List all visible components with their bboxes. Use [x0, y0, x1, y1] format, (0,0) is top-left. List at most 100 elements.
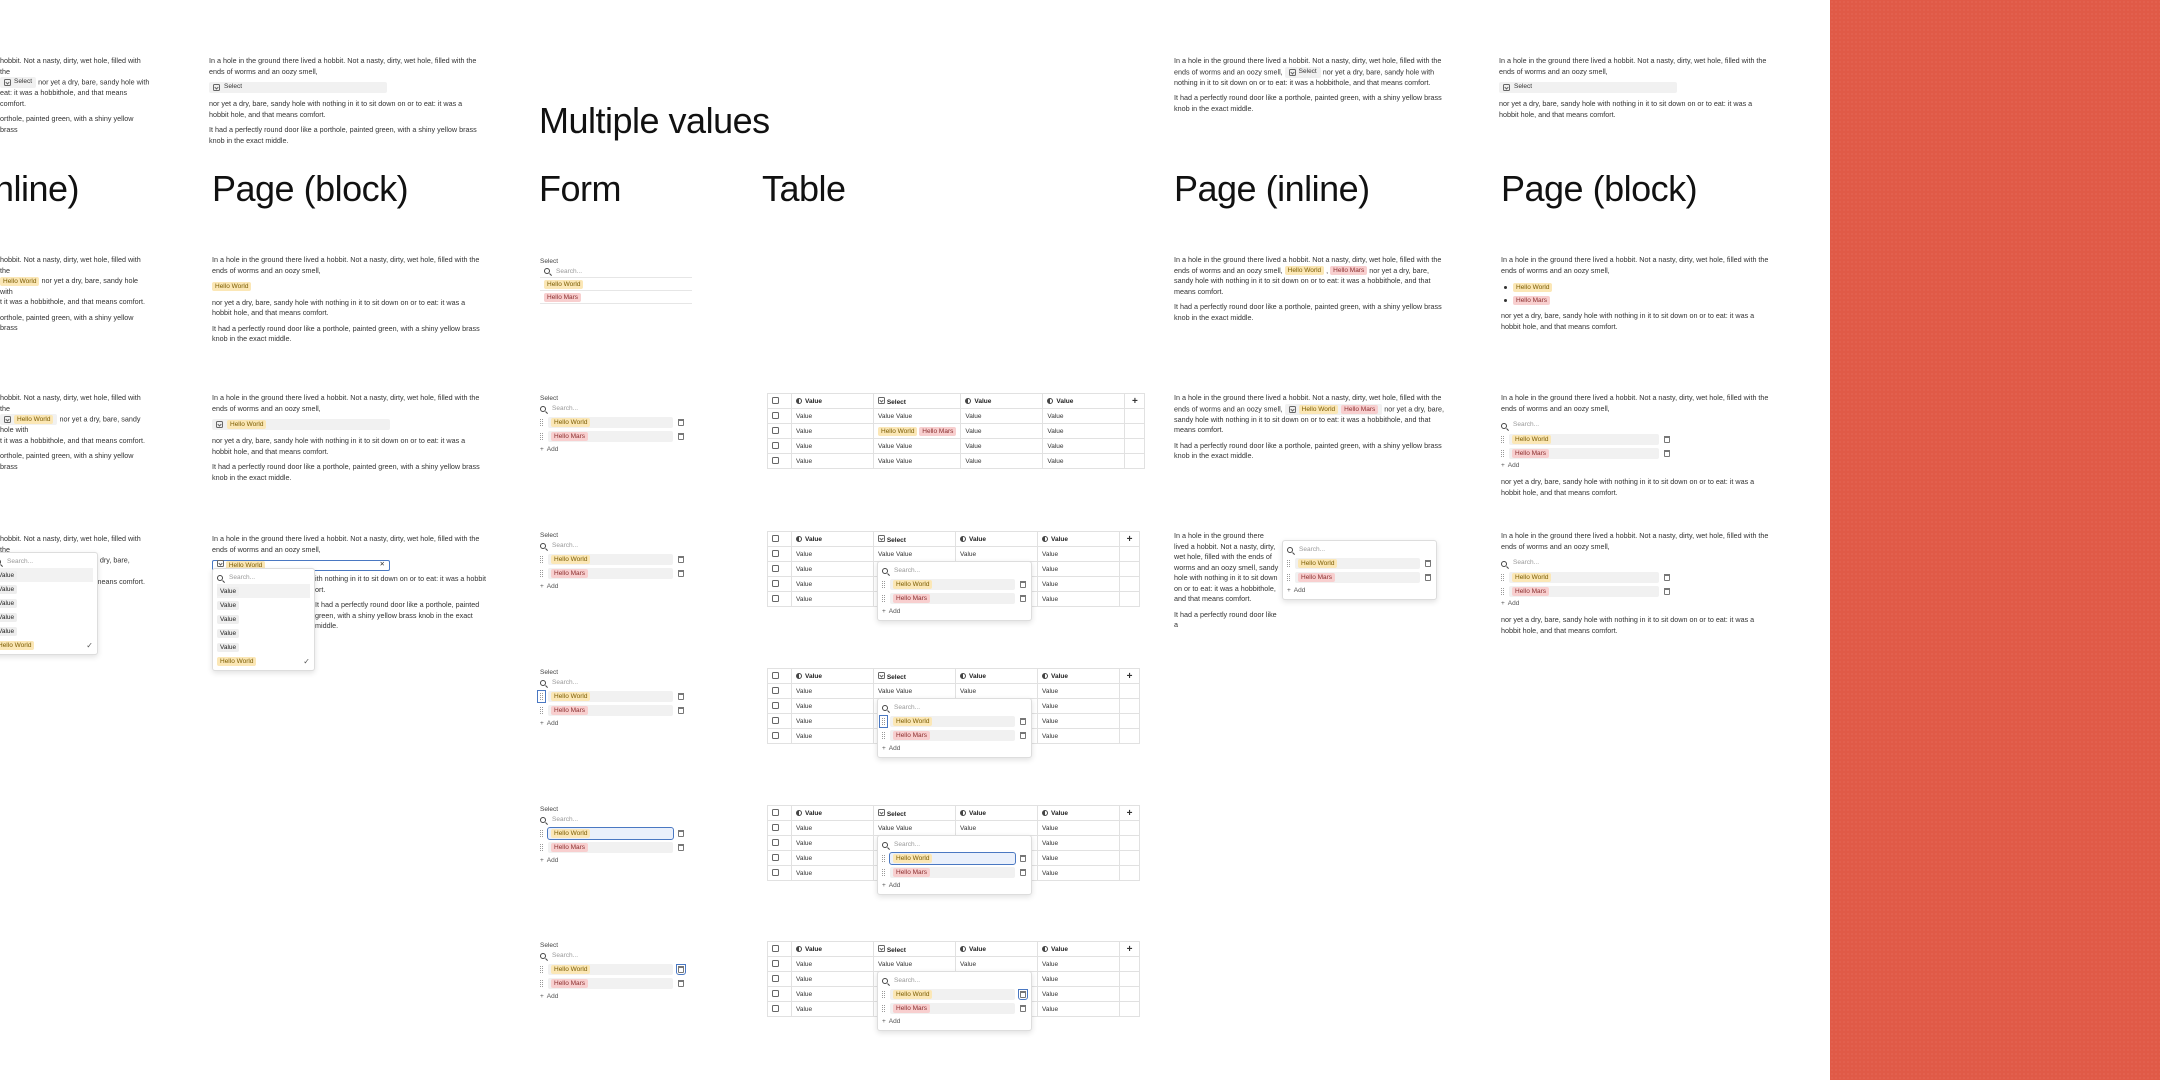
option-selected[interactable]: Hello World✓ [217, 654, 310, 668]
option[interactable]: Value [0, 596, 93, 610]
close-icon[interactable]: ✕ [379, 561, 385, 569]
row-checkbox[interactable] [772, 716, 779, 724]
row-checkbox[interactable] [772, 549, 779, 557]
option[interactable]: Value [217, 640, 310, 654]
drag-handle-icon[interactable] [1501, 573, 1504, 581]
drag-handle-icon[interactable] [1287, 573, 1290, 581]
drag-handle-icon[interactable] [1501, 449, 1504, 457]
search-input[interactable]: Search... [1501, 557, 1773, 570]
drag-handle-icon[interactable] [540, 706, 543, 714]
row-checkbox[interactable] [772, 701, 779, 709]
drag-handle-icon[interactable] [882, 731, 885, 739]
select-all-checkbox[interactable] [772, 808, 779, 816]
drag-handle-icon[interactable] [882, 594, 885, 602]
value-row[interactable]: Hello World [540, 278, 692, 291]
column-header[interactable]: Value [960, 393, 1044, 409]
column-header[interactable]: Value [791, 668, 874, 684]
row-checkbox[interactable] [772, 959, 779, 967]
column-header[interactable]: Value [955, 531, 1038, 547]
block-select[interactable]: Select [1499, 82, 1677, 93]
trash-icon[interactable] [1425, 559, 1431, 567]
add-button[interactable]: + Add [540, 993, 559, 1000]
row-checkbox[interactable] [772, 853, 779, 861]
row-checkbox[interactable] [772, 426, 779, 434]
add-column-button[interactable]: + [1124, 393, 1146, 409]
select-all-checkbox[interactable] [772, 534, 779, 542]
search-input[interactable]: Search... [882, 701, 1027, 714]
add-button[interactable]: + Add [882, 608, 901, 615]
add-button[interactable]: + Add [1501, 462, 1520, 470]
block-select[interactable]: Select [209, 82, 387, 93]
drag-handle-icon[interactable] [1501, 435, 1504, 443]
drag-handle-icon[interactable] [540, 569, 543, 577]
column-header[interactable]: Value [955, 941, 1038, 957]
trash-icon[interactable] [678, 418, 684, 426]
drag-handle-icon[interactable] [882, 1004, 885, 1012]
drag-handle-icon[interactable] [882, 990, 885, 998]
trash-icon[interactable] [678, 706, 684, 714]
add-button[interactable]: + Add [882, 1018, 901, 1025]
trash-icon[interactable] [1020, 580, 1026, 588]
add-button[interactable]: + Add [882, 882, 901, 889]
search-input[interactable]: Search... [540, 676, 684, 689]
drag-handle-icon[interactable] [540, 979, 543, 987]
value-row[interactable]: Hello Mars [540, 291, 692, 304]
trash-icon[interactable] [678, 555, 684, 563]
drag-handle-icon[interactable] [540, 555, 543, 563]
drag-handle-icon[interactable] [537, 689, 546, 703]
add-column-button[interactable]: + [1119, 805, 1140, 821]
row-checkbox[interactable] [772, 1004, 779, 1012]
add-button[interactable]: + Add [882, 745, 901, 752]
row-checkbox[interactable] [772, 564, 779, 572]
option[interactable]: Value [217, 584, 310, 598]
drag-handle-icon[interactable] [1501, 587, 1504, 595]
row-checkbox[interactable] [772, 989, 779, 997]
add-button[interactable]: + Add [1501, 600, 1520, 608]
option-selected[interactable]: Hello World✓ [0, 638, 93, 652]
add-button[interactable]: + Add [540, 720, 559, 727]
trash-icon[interactable] [1020, 868, 1026, 876]
drag-handle-icon[interactable] [1287, 559, 1290, 567]
row-checkbox[interactable] [772, 456, 779, 464]
inline-select[interactable]: Hello World [0, 414, 58, 425]
row-checkbox[interactable] [772, 579, 779, 587]
column-header[interactable]: Value [1037, 668, 1120, 684]
trash-icon[interactable] [676, 963, 686, 975]
row-checkbox[interactable] [772, 686, 779, 694]
trash-icon[interactable] [678, 979, 684, 987]
trash-icon[interactable] [678, 569, 684, 577]
search-input[interactable]: Search... [540, 949, 684, 962]
drag-handle-icon[interactable] [540, 432, 543, 440]
column-header[interactable]: Value [955, 805, 1038, 821]
add-column-button[interactable]: + [1119, 941, 1140, 957]
option[interactable]: Value [0, 610, 93, 624]
search-input[interactable]: Search... [0, 555, 93, 568]
option[interactable]: Value [0, 568, 93, 582]
drag-handle-icon[interactable] [879, 714, 888, 728]
column-header[interactable]: Select [873, 805, 956, 821]
search-input[interactable]: Search... [1501, 419, 1773, 432]
column-header[interactable]: Value [791, 531, 874, 547]
search-input[interactable]: Search... [540, 539, 684, 552]
inline-select[interactable]: Select [1284, 66, 1321, 78]
add-column-button[interactable]: + [1119, 531, 1140, 547]
column-header[interactable]: Select [873, 531, 956, 547]
row-checkbox[interactable] [772, 823, 779, 831]
search-input[interactable]: Search... [882, 838, 1027, 851]
trash-icon[interactable] [1020, 854, 1026, 862]
row-checkbox[interactable] [772, 731, 779, 739]
drag-handle-icon[interactable] [540, 843, 543, 851]
column-header[interactable]: Value [1042, 393, 1126, 409]
inline-select[interactable]: Select [0, 77, 37, 88]
trash-icon[interactable] [678, 843, 684, 851]
search-input[interactable]: Search... [882, 974, 1027, 987]
trash-icon[interactable] [1018, 988, 1028, 1000]
search-input[interactable]: Search... [217, 571, 310, 584]
search-input[interactable]: Search... [540, 402, 684, 415]
trash-icon[interactable] [678, 692, 684, 700]
drag-handle-icon[interactable] [882, 868, 885, 876]
row-checkbox[interactable] [772, 594, 779, 602]
search-input[interactable]: Search... [540, 813, 684, 826]
row-checkbox[interactable] [772, 441, 779, 449]
